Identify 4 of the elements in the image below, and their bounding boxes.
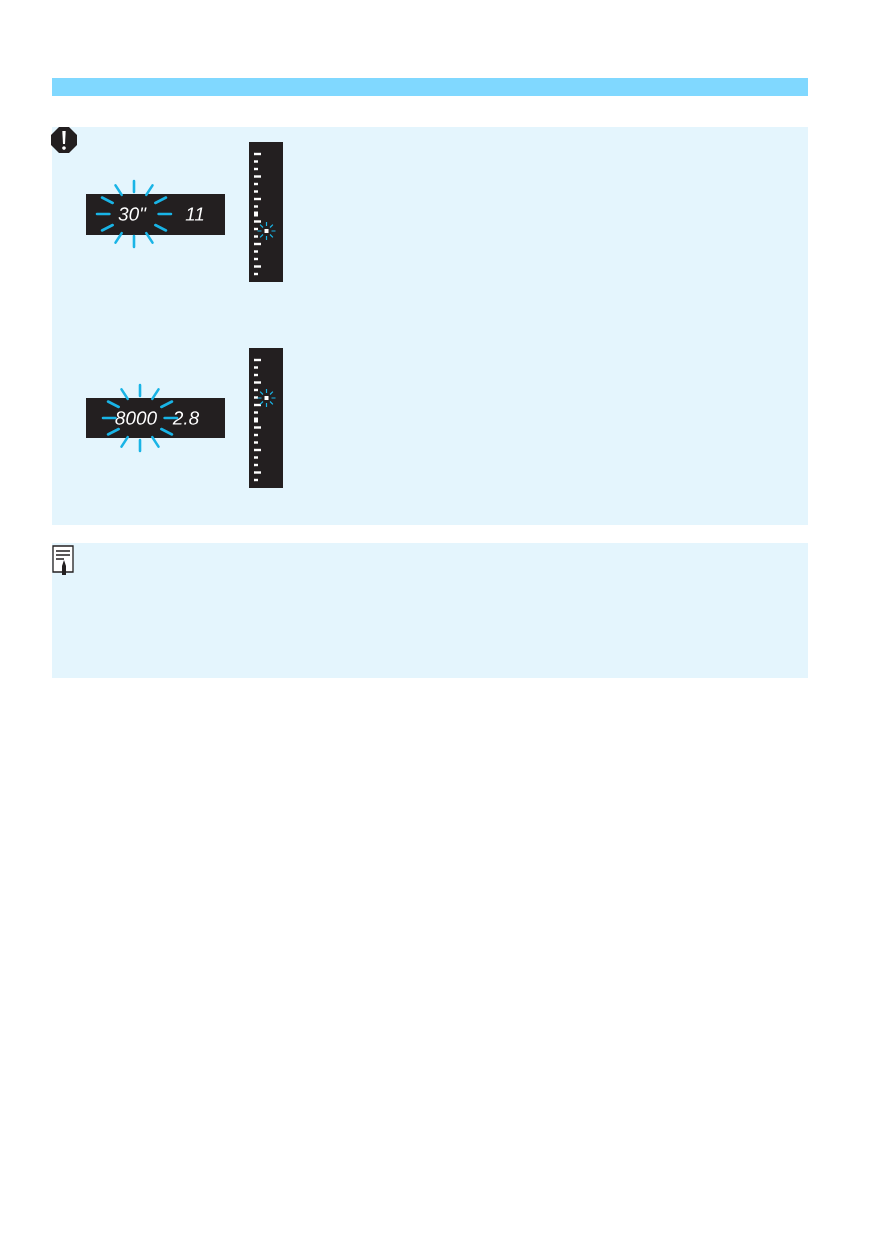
lcd-reading: 2.8 <box>172 411 200 425</box>
lcd-reading: 8000 <box>115 411 157 425</box>
lcd-reading: 11 <box>185 207 204 221</box>
lcd-reading: 30" <box>118 207 147 221</box>
